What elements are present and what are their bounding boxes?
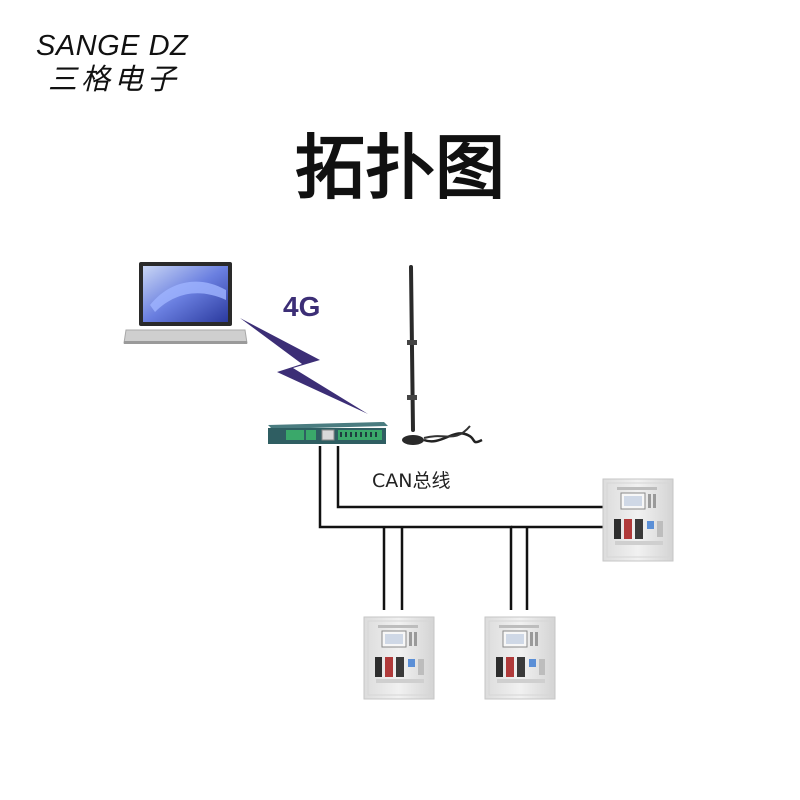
control-cabinet-icon xyxy=(363,616,435,700)
can-bus-label: CAN总线 xyxy=(372,470,450,492)
brand-logo: SANGE DZ 三格电子 xyxy=(36,30,188,96)
control-cabinet-icon xyxy=(602,478,674,562)
brand-name-cn: 三格电子 xyxy=(48,62,181,96)
wireless-4g-label: 4G xyxy=(283,291,320,322)
antenna-icon xyxy=(402,265,483,445)
page-title: 拓扑图 xyxy=(295,127,505,209)
lightning-bolt-icon xyxy=(240,318,368,414)
laptop-icon xyxy=(123,262,248,344)
brand-name-en: SANGE DZ xyxy=(36,30,189,62)
can-bus-wiring xyxy=(318,446,604,610)
control-cabinet-icon xyxy=(484,616,556,700)
gateway-device-icon xyxy=(268,422,388,444)
